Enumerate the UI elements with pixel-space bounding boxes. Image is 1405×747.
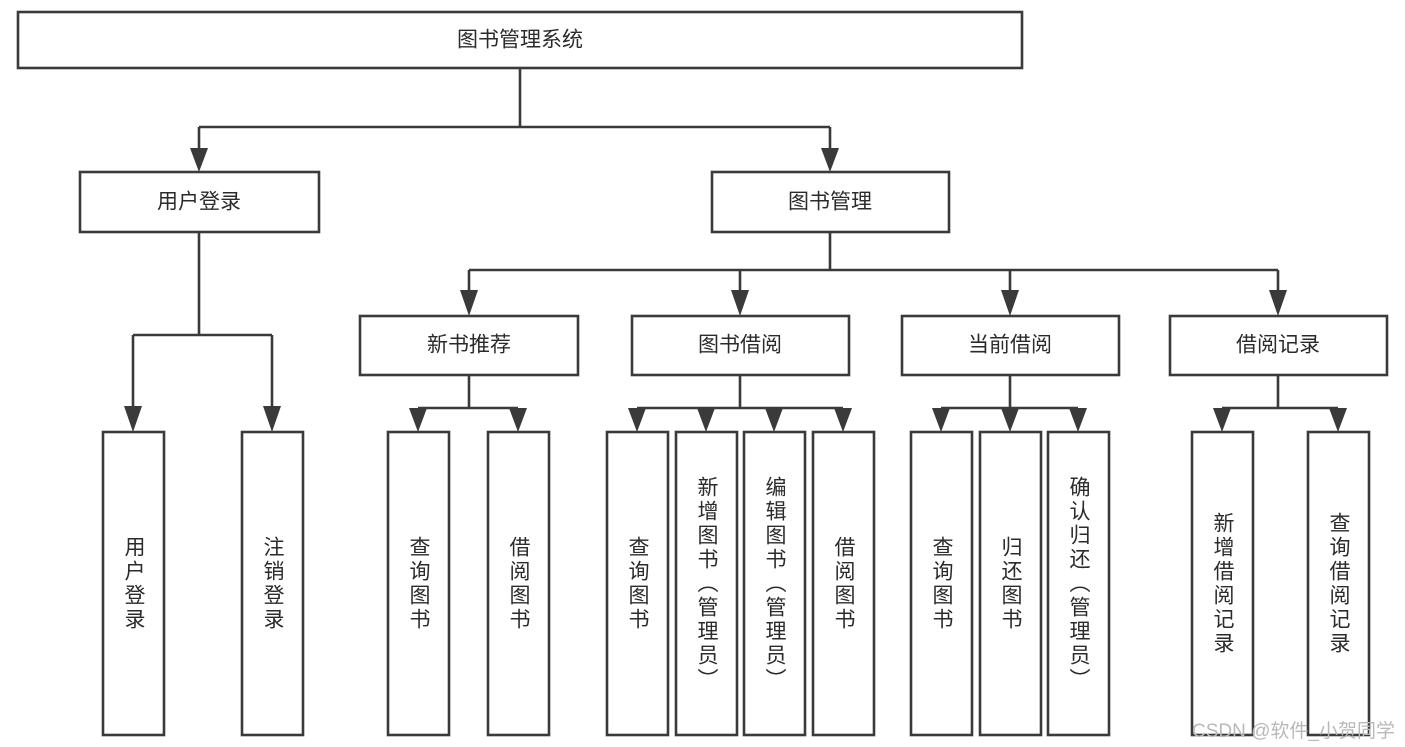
node-box-leaf-edit-book[interactable] xyxy=(742,430,807,737)
arrowhead-leaf-query-book-2 xyxy=(628,408,646,432)
arrowhead-leaf-query-book-1 xyxy=(409,408,427,432)
arrowhead-leaf-confirm-return xyxy=(1069,408,1087,432)
arrowhead-leaf-query-book-3 xyxy=(932,408,950,432)
arrowhead-leaf-add-record xyxy=(1213,408,1231,432)
node-box-root[interactable] xyxy=(16,10,1024,70)
arrowhead-borrow xyxy=(731,290,749,316)
arrowhead-bookmgmt xyxy=(821,148,839,172)
node-box-leaf-user-login[interactable] xyxy=(101,430,166,737)
arrowhead-leaf-borrow-book-1 xyxy=(509,408,527,432)
node-box-leaf-add-record[interactable] xyxy=(1190,430,1255,737)
arrowhead-records xyxy=(1269,290,1287,316)
horizontal-labels-layer: 图书管理系统 用户登录 图书管理 新书推荐 图书借阅 当前借阅 借阅记录 xyxy=(157,29,1320,357)
node-box-leaf-query-book-1[interactable] xyxy=(386,430,451,737)
arrowhead-login xyxy=(190,148,208,172)
arrowhead-leaf-return-book xyxy=(1001,408,1019,432)
arrowhead-leaf-query-record xyxy=(1329,408,1347,432)
nodes-layer xyxy=(16,10,1389,737)
node-box-borrow[interactable] xyxy=(630,314,851,377)
node-box-newbook[interactable] xyxy=(358,314,580,377)
node-box-bookmgmt[interactable] xyxy=(710,170,951,234)
node-box-leaf-return-book[interactable] xyxy=(978,430,1043,737)
arrowhead-current xyxy=(1001,290,1019,316)
arrowhead-leaf-borrow-book-2 xyxy=(834,408,852,432)
node-label-records: 借阅记录 xyxy=(1236,334,1320,357)
node-box-leaf-query-book-3[interactable] xyxy=(909,430,974,737)
connectors-layer xyxy=(124,68,1347,432)
node-box-records[interactable] xyxy=(1168,314,1389,377)
arrowhead-leaf-edit-book xyxy=(765,408,783,432)
arrowhead-leaf-add-book xyxy=(697,408,715,432)
csdn-watermark: CSDN @软件_小贺同学 xyxy=(1192,721,1395,742)
node-box-leaf-query-record[interactable] xyxy=(1306,430,1371,737)
node-box-leaf-add-book[interactable] xyxy=(674,430,739,737)
node-box-leaf-confirm-return[interactable] xyxy=(1046,430,1111,737)
node-label-current: 当前借阅 xyxy=(968,334,1052,357)
arrowhead-leaf-user-logout xyxy=(263,406,281,432)
node-label-login: 用户登录 xyxy=(157,191,241,214)
node-label-borrow: 图书借阅 xyxy=(698,334,782,357)
arrowhead-leaf-user-login xyxy=(124,406,142,432)
node-box-leaf-borrow-book-2[interactable] xyxy=(811,430,876,737)
node-label-newbook: 新书推荐 xyxy=(427,334,511,357)
node-box-leaf-user-logout[interactable] xyxy=(240,430,305,737)
node-box-current[interactable] xyxy=(900,314,1121,377)
node-label-bookmgmt: 图书管理 xyxy=(788,191,872,214)
node-box-leaf-borrow-book-1[interactable] xyxy=(486,430,551,737)
node-box-leaf-query-book-2[interactable] xyxy=(605,430,670,737)
arrowhead-newbook xyxy=(460,290,478,316)
node-box-login[interactable] xyxy=(78,170,321,234)
node-label-root: 图书管理系统 xyxy=(457,29,583,52)
